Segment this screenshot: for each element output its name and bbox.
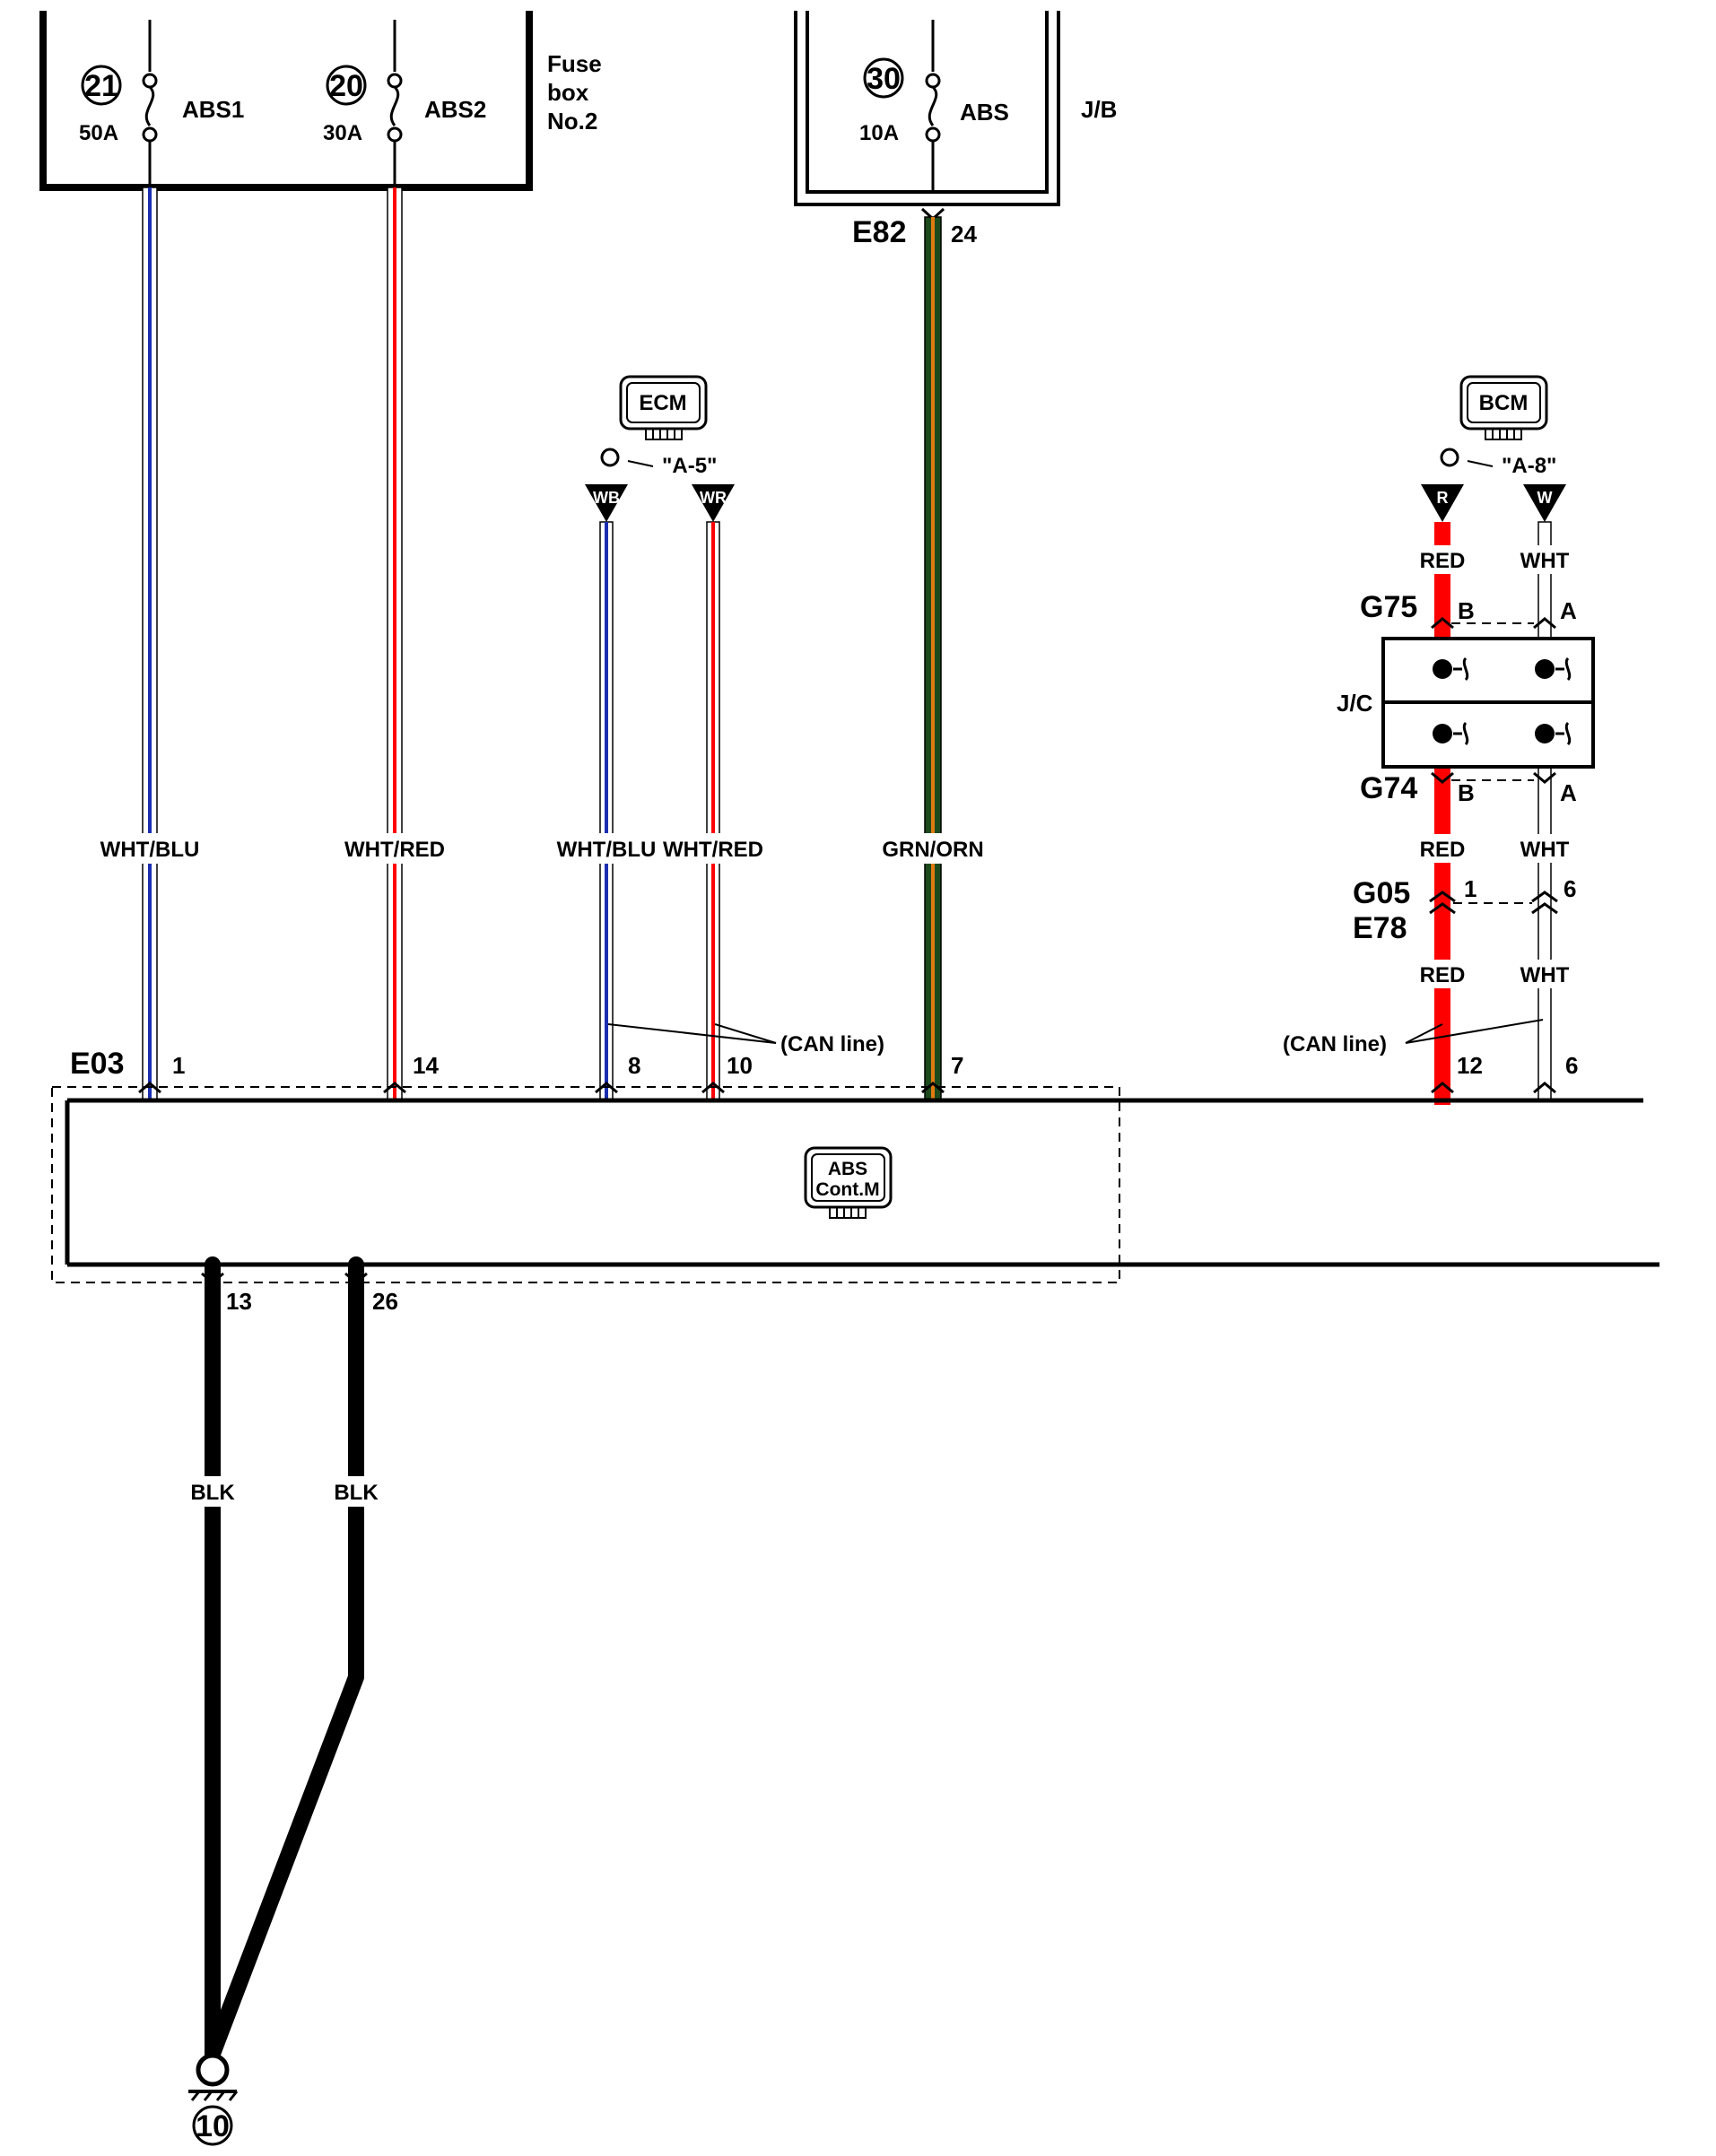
- bcm-terminal-r: R: [1437, 489, 1449, 507]
- eye-icon: [600, 448, 620, 467]
- wire-bcm-can-red: [1434, 522, 1450, 1105]
- fuse-20-abs2: 20 ABS2 30A: [323, 20, 486, 187]
- bcm-module: BCM "A-8" R W: [1421, 375, 1566, 522]
- wire-label-wht-red: WHT/RED: [344, 838, 445, 862]
- abs-module-line-2: Cont.M: [815, 1179, 879, 1200]
- bcm-label: BCM: [1479, 391, 1529, 415]
- can-line-label-ecm: (CAN line): [780, 1032, 884, 1056]
- wire-label-wht-2: WHT: [1520, 838, 1570, 862]
- wire-label-red-1: RED: [1420, 549, 1466, 573]
- bcm-wire-labels: RED WHT RED WHT RED WHT: [1417, 545, 1570, 988]
- bcm-ref: "A-8": [1502, 454, 1556, 478]
- fuse-21-label: ABS1: [182, 96, 244, 123]
- e03-pin-1: 1: [172, 1052, 185, 1079]
- ecm-label: ECM: [639, 391, 686, 415]
- g05-pin-6: 6: [1564, 875, 1576, 902]
- fuse-21-rating: 50A: [79, 121, 118, 145]
- e03-connector-label: E03: [70, 1047, 125, 1081]
- wire-label-wht-1: WHT: [1520, 549, 1570, 573]
- wire-label-red-3: RED: [1420, 963, 1466, 987]
- wire-label-wht-blu: WHT/BLU: [100, 838, 200, 862]
- wire-ecm-can-l-wht-red: WHT/RED: [663, 521, 764, 1101]
- eye-icon: [1440, 448, 1459, 467]
- wire-label-blk-1: BLK: [190, 1481, 235, 1505]
- ecm-terminal-wb: WB: [593, 489, 620, 507]
- abs-control-module: E03 1 14 8 10 7 12 6 ABS Cont.M 13 26: [51, 1047, 1659, 1315]
- fuse-number-circle: [326, 65, 367, 106]
- inline-connector-g05-e78: G05 E78 1 6: [1353, 875, 1576, 945]
- wire-ecm-can-h-wht-blu: WHT/BLU: [556, 521, 657, 1101]
- joint-connector-jc: J/C G75 B A G74 B A: [1337, 590, 1595, 806]
- e03-pin-26: 26: [372, 1288, 398, 1315]
- wire-label-wht-blu-ecm: WHT/BLU: [557, 838, 657, 862]
- g75-connector-label: G75: [1360, 590, 1417, 624]
- e03-pin-6: 6: [1565, 1052, 1578, 1079]
- e78-connector-label: E78: [1353, 911, 1407, 945]
- wire-label-grn-orn: GRN/ORN: [882, 838, 983, 862]
- wire-abs2-wht-red: WHT/RED: [343, 187, 447, 1101]
- can-line-callout-ecm: (CAN line): [607, 1023, 884, 1056]
- ecm-module: ECM "A-5" WB WR: [585, 375, 735, 522]
- wire-label-wht-3: WHT: [1520, 963, 1570, 987]
- g74-pin-b: B: [1458, 779, 1475, 806]
- e03-pin-8: 8: [628, 1052, 640, 1079]
- fuse-20-number: 20: [329, 69, 363, 103]
- ecm-ref: "A-5": [662, 454, 717, 478]
- jc-label: J/C: [1337, 690, 1373, 717]
- wire-bcm-can-wht: [1537, 521, 1552, 1101]
- e03-pin-13: 13: [226, 1288, 252, 1315]
- wire-label-red-2: RED: [1420, 838, 1466, 862]
- fuse-box-2-line-2: box: [547, 79, 589, 106]
- e03-pin-7: 7: [951, 1052, 963, 1079]
- wire-label-wht-red-ecm: WHT/RED: [663, 838, 763, 862]
- fuse-number-circle: [81, 65, 122, 106]
- junction-block: J/B 30 ABS 10A E82 24: [794, 11, 1117, 249]
- g75-pin-b: B: [1458, 597, 1475, 624]
- jb-label: J/B: [1081, 96, 1117, 123]
- e03-pin-12: 12: [1457, 1052, 1483, 1079]
- can-line-callout-bcm: (CAN line): [1283, 1019, 1544, 1056]
- e82-connector-label: E82: [852, 215, 907, 249]
- fuse-21-abs1: 21 ABS1 50A: [79, 20, 244, 187]
- fuse-20-rating: 30A: [323, 121, 362, 145]
- wire-abs1-wht-blu: WHT/BLU: [99, 187, 201, 1101]
- fuse-box-2: Fuse box No.2: [39, 11, 602, 191]
- fuse-30-label: ABS: [960, 99, 1009, 126]
- fuse-box-2-line-3: No.2: [547, 108, 597, 135]
- g74-pin-a: A: [1560, 779, 1577, 806]
- ground-wires: BLK BLK: [190, 1256, 379, 2062]
- e03-pin-10: 10: [727, 1052, 753, 1079]
- ground-point-10: 10: [188, 2053, 239, 2146]
- g05-connector-label: G05: [1353, 876, 1410, 910]
- fuse-30-number: 30: [867, 62, 901, 96]
- e03-pin-14: 14: [413, 1052, 439, 1079]
- wire-ign-grn-orn: GRN/ORN: [881, 216, 985, 1101]
- ground-icon: [196, 2053, 230, 2087]
- can-line-label-bcm: (CAN line): [1283, 1032, 1387, 1056]
- wire-label-blk-2: BLK: [334, 1481, 379, 1505]
- fuse-number-circle: [863, 57, 904, 99]
- g74-connector-label: G74: [1360, 771, 1417, 805]
- ecm-terminal-wr: WR: [700, 489, 727, 507]
- ground-number: 10: [196, 2109, 230, 2143]
- fuse-21-number: 21: [84, 69, 118, 103]
- e82-pin-label: 24: [951, 221, 977, 248]
- g75-pin-a: A: [1560, 597, 1577, 624]
- abs-module-line-1: ABS: [828, 1159, 867, 1179]
- fuse-20-label: ABS2: [424, 96, 486, 123]
- fuse-30-rating: 10A: [859, 121, 899, 145]
- g05-pin-1: 1: [1464, 875, 1476, 902]
- fuse-box-2-line-1: Fuse: [547, 50, 602, 77]
- bcm-terminal-w: W: [1537, 489, 1553, 507]
